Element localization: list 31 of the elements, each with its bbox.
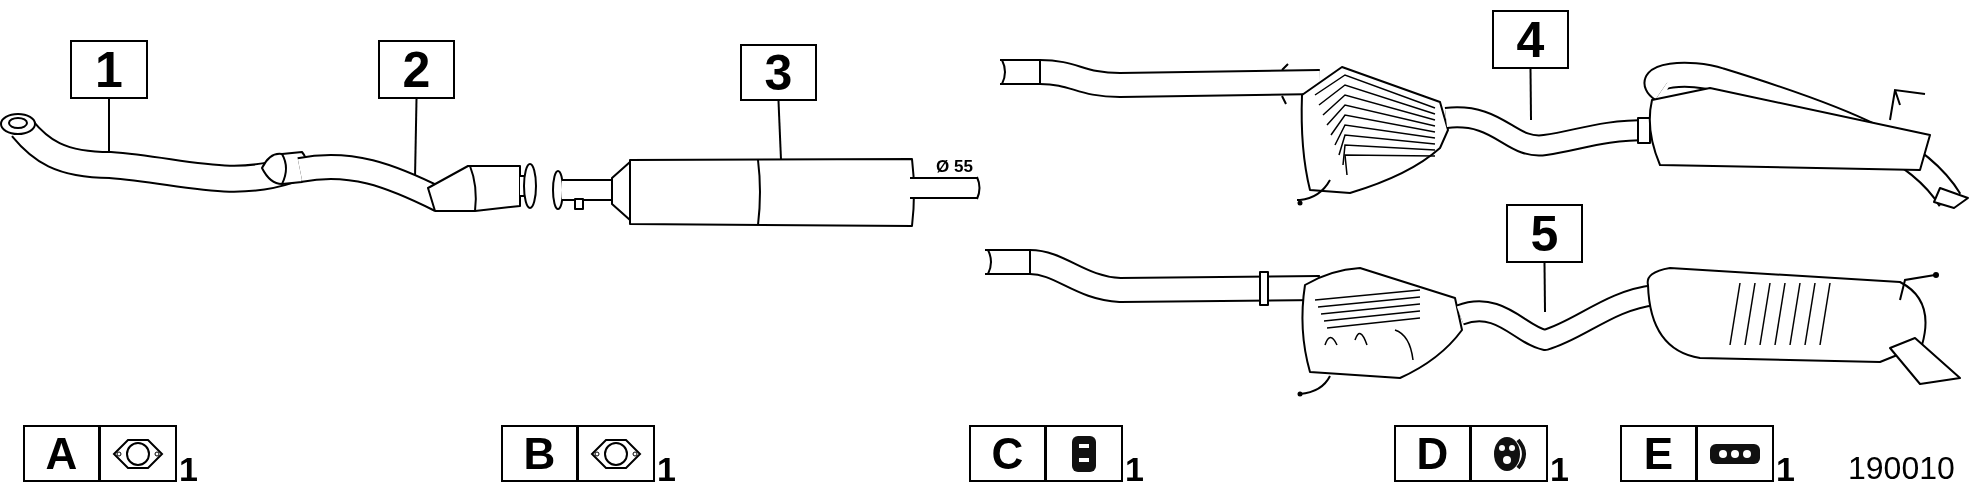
quantity: 1: [179, 452, 198, 486]
diameter-label: Ø 55: [936, 158, 973, 175]
leader-line: [1529, 68, 1532, 121]
part-icon-cell: [577, 425, 655, 482]
part-icon-cell: [1045, 425, 1123, 482]
part-icon-cell: [1696, 425, 1774, 482]
leader-line: [1543, 262, 1546, 313]
leader-line: [108, 98, 110, 153]
key-letter: C: [969, 425, 1046, 482]
key-letter: B: [501, 425, 578, 482]
callout-number: 3: [740, 44, 817, 101]
rear-silencer-system-drawing: [985, 249, 1961, 397]
quantity: 1: [1125, 452, 1144, 486]
diagram-number: 190010: [1848, 452, 1955, 484]
callout-number: 4: [1492, 10, 1569, 69]
part-icon-cell: [1470, 425, 1548, 482]
quantity: 1: [1776, 452, 1795, 486]
rear-silencer-system-drawing: [1000, 59, 1969, 209]
key-letter: D: [1394, 425, 1471, 482]
callout-number: 2: [378, 40, 455, 99]
callout-number: 1: [70, 40, 148, 99]
key-letter: A: [23, 425, 100, 482]
key-letter: E: [1620, 425, 1697, 482]
leader-line: [777, 100, 782, 161]
catalytic-converter-drawing: [297, 153, 537, 212]
part-icon-cell: [99, 425, 177, 482]
quantity: 1: [1550, 452, 1569, 486]
front-pipe-drawing: [0, 113, 308, 193]
callout-number: 5: [1506, 204, 1583, 263]
quantity: 1: [657, 452, 676, 486]
middle-silencer-drawing: [552, 158, 981, 227]
